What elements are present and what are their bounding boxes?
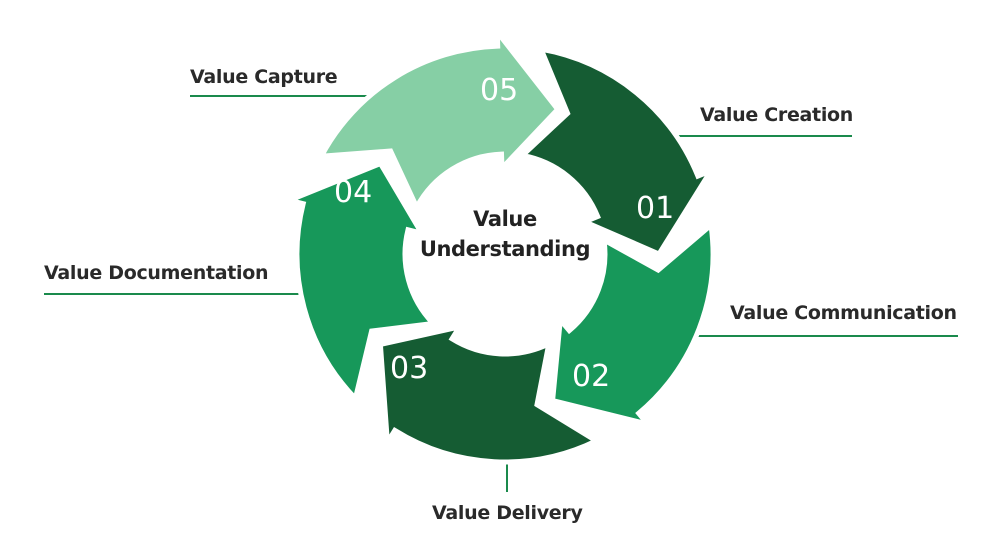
stage-number-05: 05 <box>480 73 518 108</box>
arrow-segment-04 <box>281 160 439 404</box>
arrow-segment-03 <box>377 323 602 465</box>
label-value-documentation: Value Documentation <box>44 262 269 284</box>
arrow-segment-02 <box>549 220 716 429</box>
center-title-line-1: Value <box>473 207 537 231</box>
stage-number-01: 01 <box>636 191 674 226</box>
center-title-line-2: Understanding <box>419 237 591 261</box>
label-value-capture: Value Capture <box>190 66 338 88</box>
arrow-segment-05 <box>316 24 561 213</box>
label-value-creation: Value Creation <box>700 104 854 126</box>
stage-number-02: 02 <box>572 359 610 394</box>
label-value-delivery: Value Delivery <box>432 502 583 524</box>
center-title: Value Understanding <box>410 204 600 264</box>
label-value-communication: Value Communication <box>730 302 957 324</box>
stage-number-03: 03 <box>390 351 428 386</box>
stage-number-04: 04 <box>334 175 372 210</box>
arrow-segment-01 <box>517 45 718 258</box>
